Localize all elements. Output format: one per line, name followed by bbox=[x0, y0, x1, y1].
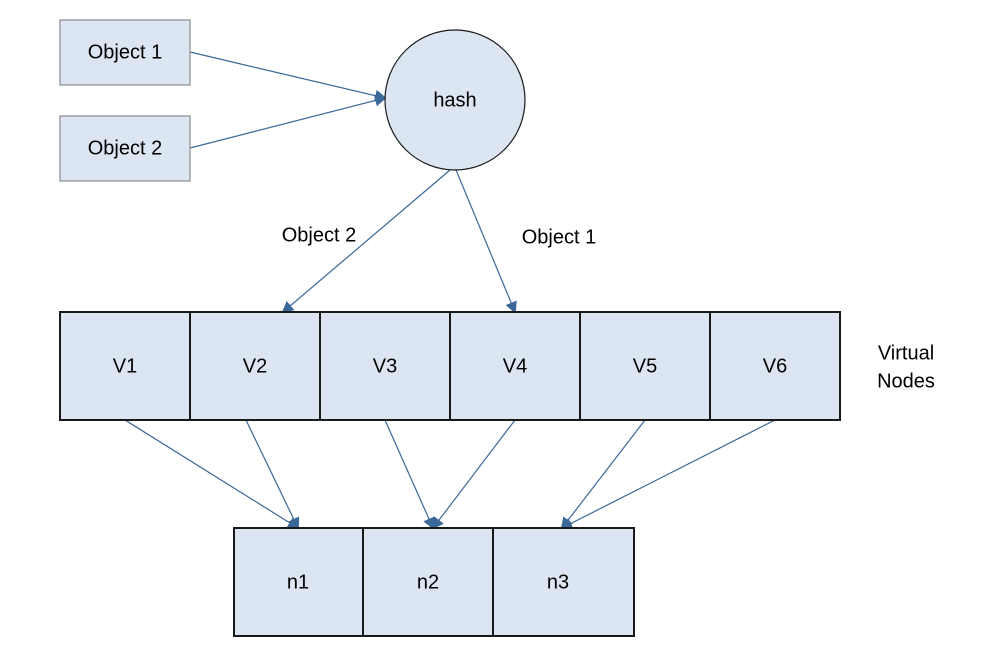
arrow-v2-to-n1 bbox=[245, 419, 300, 530]
input-object-1-label: Object 1 bbox=[88, 41, 162, 63]
virtual-node-v4: V4 bbox=[449, 311, 581, 421]
arrow-v1-to-n1 bbox=[124, 419, 300, 530]
physical-node-n1: n1 bbox=[233, 527, 364, 637]
virtual-node-v5-label: V5 bbox=[633, 355, 657, 377]
input-object-2: Object 2 bbox=[59, 115, 191, 182]
virtual-node-v3: V3 bbox=[319, 311, 451, 421]
arrow-v5-to-n3 bbox=[560, 419, 646, 530]
edge-label-object-2: Object 2 bbox=[282, 224, 356, 246]
input-object-1: Object 1 bbox=[59, 19, 191, 86]
physical-node-n2: n2 bbox=[362, 527, 494, 637]
virtual-nodes-row: V1 V2 V3 V4 V5 V6 bbox=[59, 311, 841, 421]
arrow-hash-to-v2 bbox=[281, 169, 451, 314]
virtual-node-v6: V6 bbox=[709, 311, 841, 421]
edge-label-object-1: Object 1 bbox=[522, 226, 596, 248]
virtual-node-v2-label: V2 bbox=[243, 355, 267, 377]
virtual-node-v4-label: V4 bbox=[503, 355, 527, 377]
virtual-node-v5: V5 bbox=[579, 311, 711, 421]
virtual-node-v1-label: V1 bbox=[113, 355, 137, 377]
virtual-node-v3-label: V3 bbox=[373, 355, 397, 377]
physical-nodes-row: n1 n2 n3 bbox=[233, 527, 635, 637]
arrow-object1-to-hash bbox=[189, 51, 387, 102]
arrow-hash-to-v4 bbox=[455, 169, 517, 314]
physical-node-n2-label: n2 bbox=[417, 571, 439, 593]
arrow-object2-to-hash bbox=[189, 94, 387, 149]
virtual-nodes-caption-line2: Nodes bbox=[877, 370, 935, 392]
arrow-v3-to-n2 bbox=[384, 419, 435, 530]
virtual-node-v2: V2 bbox=[189, 311, 321, 421]
arrow-v6-to-n3 bbox=[560, 419, 776, 529]
virtual-node-v1: V1 bbox=[59, 311, 191, 421]
virtual-nodes-caption-line1: Virtual bbox=[878, 342, 934, 364]
virtual-node-v6-label: V6 bbox=[763, 355, 787, 377]
hash-function-node: hash bbox=[384, 29, 526, 171]
physical-node-n3-label: n3 bbox=[547, 571, 569, 593]
input-object-2-label: Object 2 bbox=[88, 137, 162, 159]
physical-node-n1-label: n1 bbox=[287, 571, 309, 593]
hash-label: hash bbox=[433, 89, 476, 111]
arrow-v4-to-n2 bbox=[431, 419, 516, 530]
physical-node-n3: n3 bbox=[492, 527, 635, 637]
